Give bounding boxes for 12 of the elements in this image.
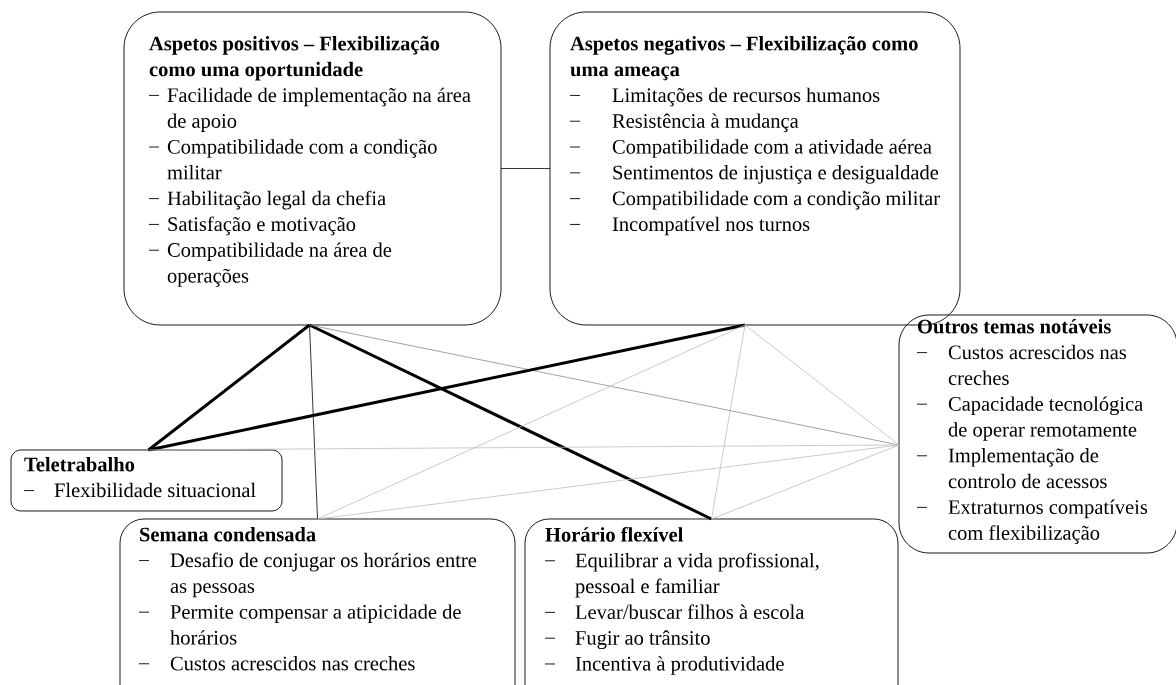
topic-box: Semana condensada Desafio de conjugar os horários entre as pessoas Permite compensar a atipicidade de horários Custos acrescidos nas creches: [119, 518, 516, 685]
topic-box: Aspetos positivos – Flexibilização como uma oportunidade Facilidade de implementação na área de apoio Compatibilidade com a condição militar Habilitação legal da chefia Satisfação e motivação Compatibilidade na área de operações: [123, 11, 502, 326]
topic-box: Horário flexível Equilibrar a vida profissional, pessoal e familiar Levar/buscar filhos à escola Fugir ao trânsito Incentiva à produtividade: [524, 518, 899, 685]
connector-line: [711, 444, 900, 520]
connector-line: [148, 444, 900, 451]
connector-line: [711, 324, 746, 520]
topic-box: Teletrabalho Flexibilidade situacional: [10, 449, 283, 512]
connector-line: [500, 168, 551, 169]
topic-box: Outros temas notáveis Custos acrescidos nas creches Capacidade tecnológica de operar remotamente Implementação de controlo de acessos Extraturnos compatíveis com flexibilização: [898, 314, 1176, 554]
connector-line: [744, 324, 900, 446]
connector-line: [148, 323, 746, 452]
connector-line: [309, 324, 318, 520]
